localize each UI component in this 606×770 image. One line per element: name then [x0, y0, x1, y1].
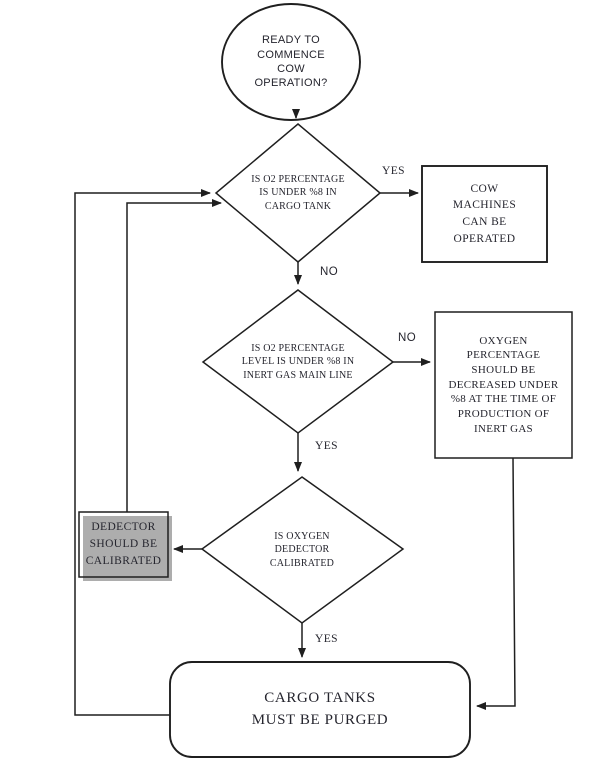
- oxygen-decrease-box: [434, 311, 573, 459]
- purge-rounded-box: [169, 661, 471, 758]
- decision-dedector-label: IS OXYGEN DEDECTOR CALIBRATED: [269, 531, 335, 569]
- edge-dedector-loop-to-d1: [126, 199, 222, 512]
- decision-o2-inert-label: IS O2 PERCENTAGE LEVEL IS UNDER %8 IN IN…: [241, 343, 355, 381]
- purge-label: CARGO TANKS MUST BE PURGED: [251, 689, 389, 728]
- edge-label-d1-no: NO: [320, 266, 339, 278]
- edge-oxygen-to-purge: [476, 457, 516, 710]
- start-ellipse: [221, 3, 361, 121]
- edge-label-d3-yes: YES: [315, 633, 338, 645]
- decision-o2-cargo-label: IS O2 PERCENTAGE IS UNDER %8 IN CARGO TA…: [251, 174, 345, 212]
- start-node-label: READY TO COMMENCE COW OPERATION?: [254, 34, 328, 90]
- dedector-calibrate-label: DEDECTOR SHOULD BE CALIBRATED: [85, 521, 162, 567]
- edge-purge-loop-to-d1: [74, 189, 211, 716]
- dedector-box-shadow: [83, 516, 172, 581]
- cow-machines-box: [421, 165, 548, 263]
- dedector-calibrate-box: [78, 511, 169, 578]
- cow-machines-label: COW MACHINES CAN BE OPERATED: [452, 182, 517, 245]
- edge-label-d1-yes: YES: [382, 165, 405, 177]
- edge-label-d2-yes: YES: [315, 440, 338, 452]
- edge-label-d2-no: NO: [398, 332, 417, 344]
- oxygen-decrease-label: OXYGEN PERCENTAGE SHOULD BE DECREASED UN…: [448, 334, 559, 435]
